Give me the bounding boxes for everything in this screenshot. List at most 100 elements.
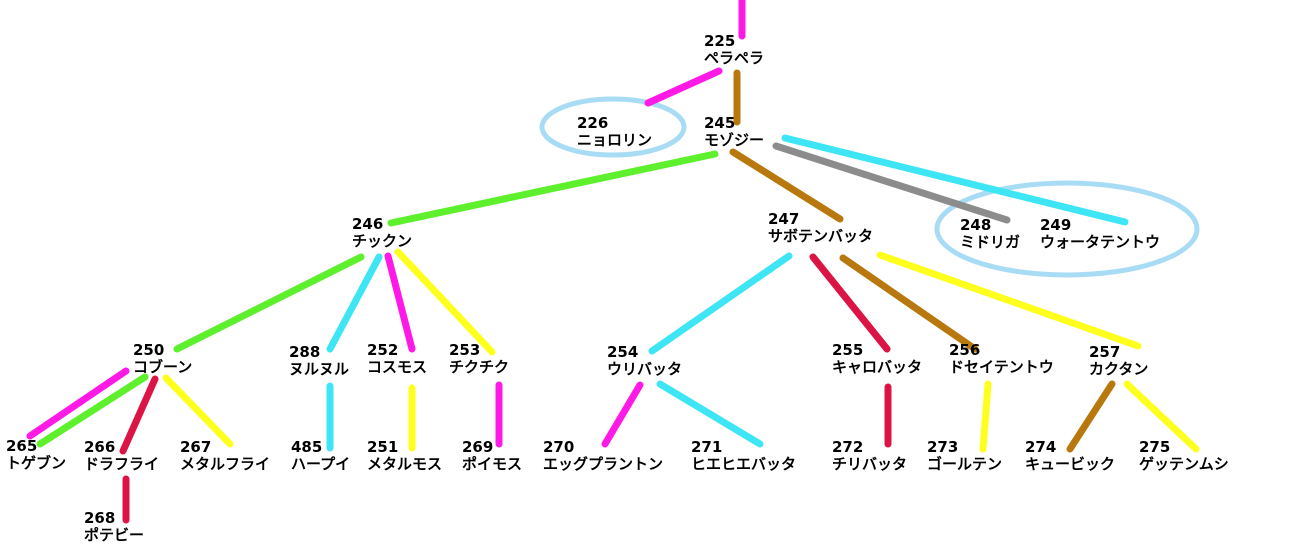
node-name: チックン: [352, 232, 412, 250]
highlight-circle-226: [539, 96, 687, 158]
edge-246-to-252: [384, 252, 416, 353]
node-number: 226: [577, 114, 608, 132]
node-number: 265: [6, 437, 37, 455]
node-number: 288: [289, 343, 320, 361]
edge-247-to-254: [648, 252, 793, 355]
node-number: 272: [832, 438, 863, 456]
node-number: 275: [1139, 438, 1170, 456]
edge-245-to-247: [729, 148, 844, 223]
node-name: ゲッテンムシ: [1139, 455, 1229, 473]
node-name: チクチク: [449, 358, 509, 376]
node-number: 269: [462, 438, 493, 456]
node-name: コブーン: [133, 358, 192, 376]
node-name: メタルフライ: [180, 455, 270, 473]
node-number: 245: [704, 114, 735, 132]
edge-245-to-246: [387, 150, 719, 227]
node-number: 266: [84, 438, 115, 456]
edge-256-to-273: [979, 380, 992, 453]
edge-246-to-250: [173, 253, 365, 353]
node-name: ウォータテントウ: [1040, 233, 1160, 251]
node-name: ポテビー: [84, 526, 144, 544]
node-number: 253: [449, 341, 480, 359]
node-name: ゴールテン: [927, 455, 1002, 473]
highlight-layer: [539, 96, 1200, 278]
node-name: メタルモス: [367, 455, 442, 473]
node-number: 250: [133, 341, 164, 359]
edge-254-to-270: [601, 381, 644, 448]
node-number: 225: [704, 32, 735, 50]
node-number: 249: [1040, 216, 1071, 234]
node-name: ウリバッタ: [607, 360, 682, 378]
edge-250-to-265: [26, 367, 130, 440]
edge-layer: [26, 0, 1200, 524]
node-name: ペラペラ: [704, 49, 764, 67]
node-name: ヒエヒエバッタ: [691, 455, 796, 473]
node-number: 268: [84, 509, 115, 527]
edge-257-to-274: [1066, 380, 1116, 453]
edge-250-to-266: [119, 375, 159, 455]
node-name: キュービック: [1025, 455, 1115, 473]
node-name: チリバッタ: [832, 455, 907, 473]
node-name: トゲブン: [6, 454, 66, 472]
node-number: 246: [352, 215, 383, 233]
node-name: モゾジー: [704, 131, 764, 149]
edge-250-to-265: [36, 373, 149, 448]
node-number: 248: [960, 216, 991, 234]
node-number: 274: [1025, 438, 1056, 456]
node-number: 255: [832, 341, 863, 359]
node-name: ポイモス: [462, 455, 522, 473]
node-name: カクタン: [1089, 360, 1148, 378]
node-name: コスモス: [367, 358, 427, 376]
node-name: サボテンバッタ: [768, 227, 873, 245]
node-number: 252: [367, 341, 398, 359]
edge-247-to-257: [876, 251, 1142, 350]
edge-246-to-253: [394, 248, 496, 356]
node-number: 270: [543, 438, 574, 456]
edge-247-to-256: [839, 254, 979, 353]
node-number: 247: [768, 210, 799, 228]
label-layer: 225ペラペラ226ニョロリン245モゾジー246チックン247サボテンバッタ2…: [6, 32, 1229, 544]
edge-245-to-249: [781, 134, 1129, 226]
node-number: 485: [291, 438, 322, 456]
node-number: 273: [927, 438, 958, 456]
edge-257-to-275: [1123, 380, 1200, 453]
edge-246-to-288: [326, 253, 383, 353]
node-name: ミドリガ: [960, 233, 1020, 251]
node-number: 254: [607, 343, 638, 361]
edge-254-to-271: [656, 380, 764, 448]
node-name: ドラフライ: [84, 455, 159, 473]
node-name: ハープイ: [291, 455, 350, 473]
edge-225-to-226: [644, 67, 723, 107]
node-number: 257: [1089, 343, 1120, 361]
node-name: ドセイテントウ: [949, 358, 1054, 376]
